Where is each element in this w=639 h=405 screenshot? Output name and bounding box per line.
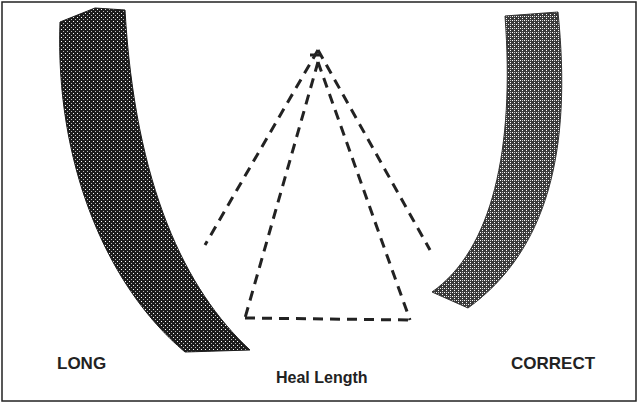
- frame: [2, 2, 636, 401]
- heel-triangle: [205, 50, 430, 320]
- long-label: LONG: [57, 355, 106, 374]
- correct-label: CORRECT: [511, 355, 595, 374]
- correct-hoof: [432, 12, 562, 308]
- heel-length-label: Heal Length: [276, 369, 368, 387]
- long-hoof: [60, 8, 250, 352]
